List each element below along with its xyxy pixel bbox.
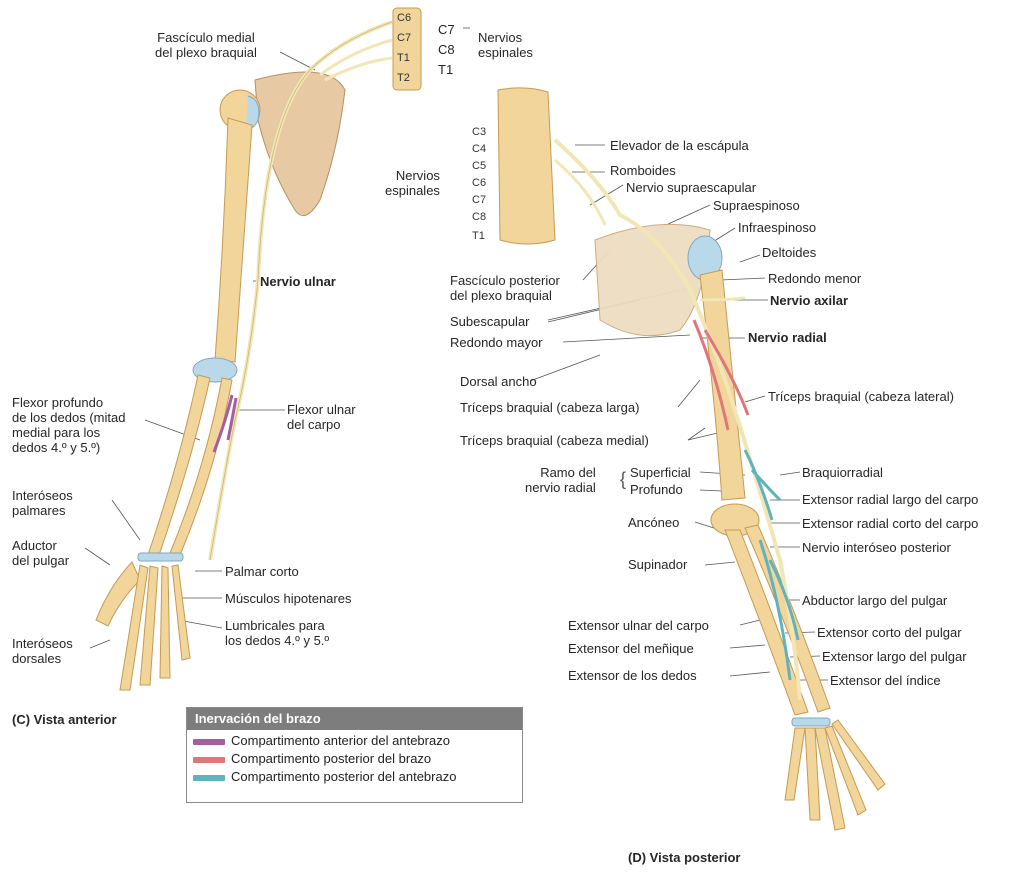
label-abductor-largo: Abductor largo del pulgar [802, 593, 947, 608]
vertebra-c6: C6 [397, 12, 411, 25]
label-supraescapular: Nervio supraescapular [626, 180, 756, 195]
label-infraespinoso: Infraespinoso [738, 220, 816, 235]
label-triceps-larga: Tríceps braquial (cabeza larga) [460, 400, 639, 415]
vertebra-c7-d: C7 [472, 194, 486, 207]
label-ext-menique: Extensor del meñique [568, 641, 694, 656]
vertebra-t1-d: T1 [472, 230, 485, 243]
legend-swatch-purple [193, 739, 225, 745]
vertebra-c5: C5 [472, 160, 486, 173]
caption-vista-posterior: (D) Vista posterior [628, 850, 740, 865]
legend-swatch-red [193, 757, 225, 763]
legend-box: Inervación del brazo Compartimento anter… [186, 707, 523, 803]
root-c7: C7 [438, 22, 455, 37]
label-ext-radial-corto: Extensor radial corto del carpo [802, 516, 978, 531]
vertebra-c6-d: C6 [472, 177, 486, 190]
label-ext-indice: Extensor del índice [830, 673, 941, 688]
brace: { [620, 464, 626, 494]
label-nervio-ulnar: Nervio ulnar [260, 274, 336, 289]
label-deltoides: Deltoides [762, 245, 816, 260]
label-redondo-mayor: Redondo mayor [450, 335, 543, 350]
label-ext-ulnar: Extensor ulnar del carpo [568, 618, 709, 633]
label-ext-radial-largo: Extensor radial largo del carpo [802, 492, 978, 507]
label-redondo-menor: Redondo menor [768, 271, 861, 286]
vertebra-c8-d: C8 [472, 211, 486, 224]
legend-item-posterior-brazo: Compartimento posterior del brazo [193, 751, 522, 766]
label-triceps-medial: Tríceps braquial (cabeza medial) [460, 433, 649, 448]
label-palmar-corto: Palmar corto [225, 564, 299, 579]
caption-vista-anterior: (C) Vista anterior [12, 712, 117, 727]
label-supinador: Supinador [628, 557, 687, 572]
label-nervio-radial: Nervio radial [748, 330, 827, 345]
label-elevador: Elevador de la escápula [610, 138, 749, 153]
legend-item-anterior-antebrazo: Compartimento anterior del antebrazo [193, 733, 522, 748]
vertebra-t1: T1 [397, 52, 410, 65]
label-subescapular: Subescapular [450, 314, 530, 329]
root-t1: T1 [438, 62, 453, 77]
panel-d-arm [498, 88, 885, 830]
vertebra-c4: C4 [472, 143, 486, 156]
legend-swatch-teal [193, 775, 225, 781]
label-interoseo-posterior: Nervio interóseo posterior [802, 540, 951, 555]
vertebra-c3: C3 [472, 126, 486, 139]
label-musculos-hipotenares: Músculos hipotenares [225, 591, 351, 606]
label-braquiorradial: Braquiorradial [802, 465, 883, 480]
panel-c-arm [96, 8, 421, 690]
label-ext-dedos: Extensor de los dedos [568, 668, 697, 683]
vertebra-c7: C7 [397, 32, 411, 45]
label-profundo: Profundo [630, 482, 683, 497]
label-superficial: Superficial [630, 465, 691, 480]
label-dorsal-ancho: Dorsal ancho [460, 374, 537, 389]
label-ext-corto-pulgar: Extensor corto del pulgar [817, 625, 962, 640]
root-c8: C8 [438, 42, 455, 57]
label-ext-largo-pulgar: Extensor largo del pulgar [822, 649, 967, 664]
legend-title: Inervación del brazo [187, 708, 522, 730]
label-anconeo: Ancóneo [628, 515, 679, 530]
label-nervio-axilar: Nervio axilar [770, 293, 848, 308]
label-romboides: Romboides [610, 163, 676, 178]
legend-item-posterior-antebrazo: Compartimento posterior del antebrazo [193, 769, 522, 784]
label-triceps-lateral: Tríceps braquial (cabeza lateral) [768, 389, 954, 404]
label-supraespinoso: Supraespinoso [713, 198, 800, 213]
vertebra-t2: T2 [397, 72, 410, 85]
